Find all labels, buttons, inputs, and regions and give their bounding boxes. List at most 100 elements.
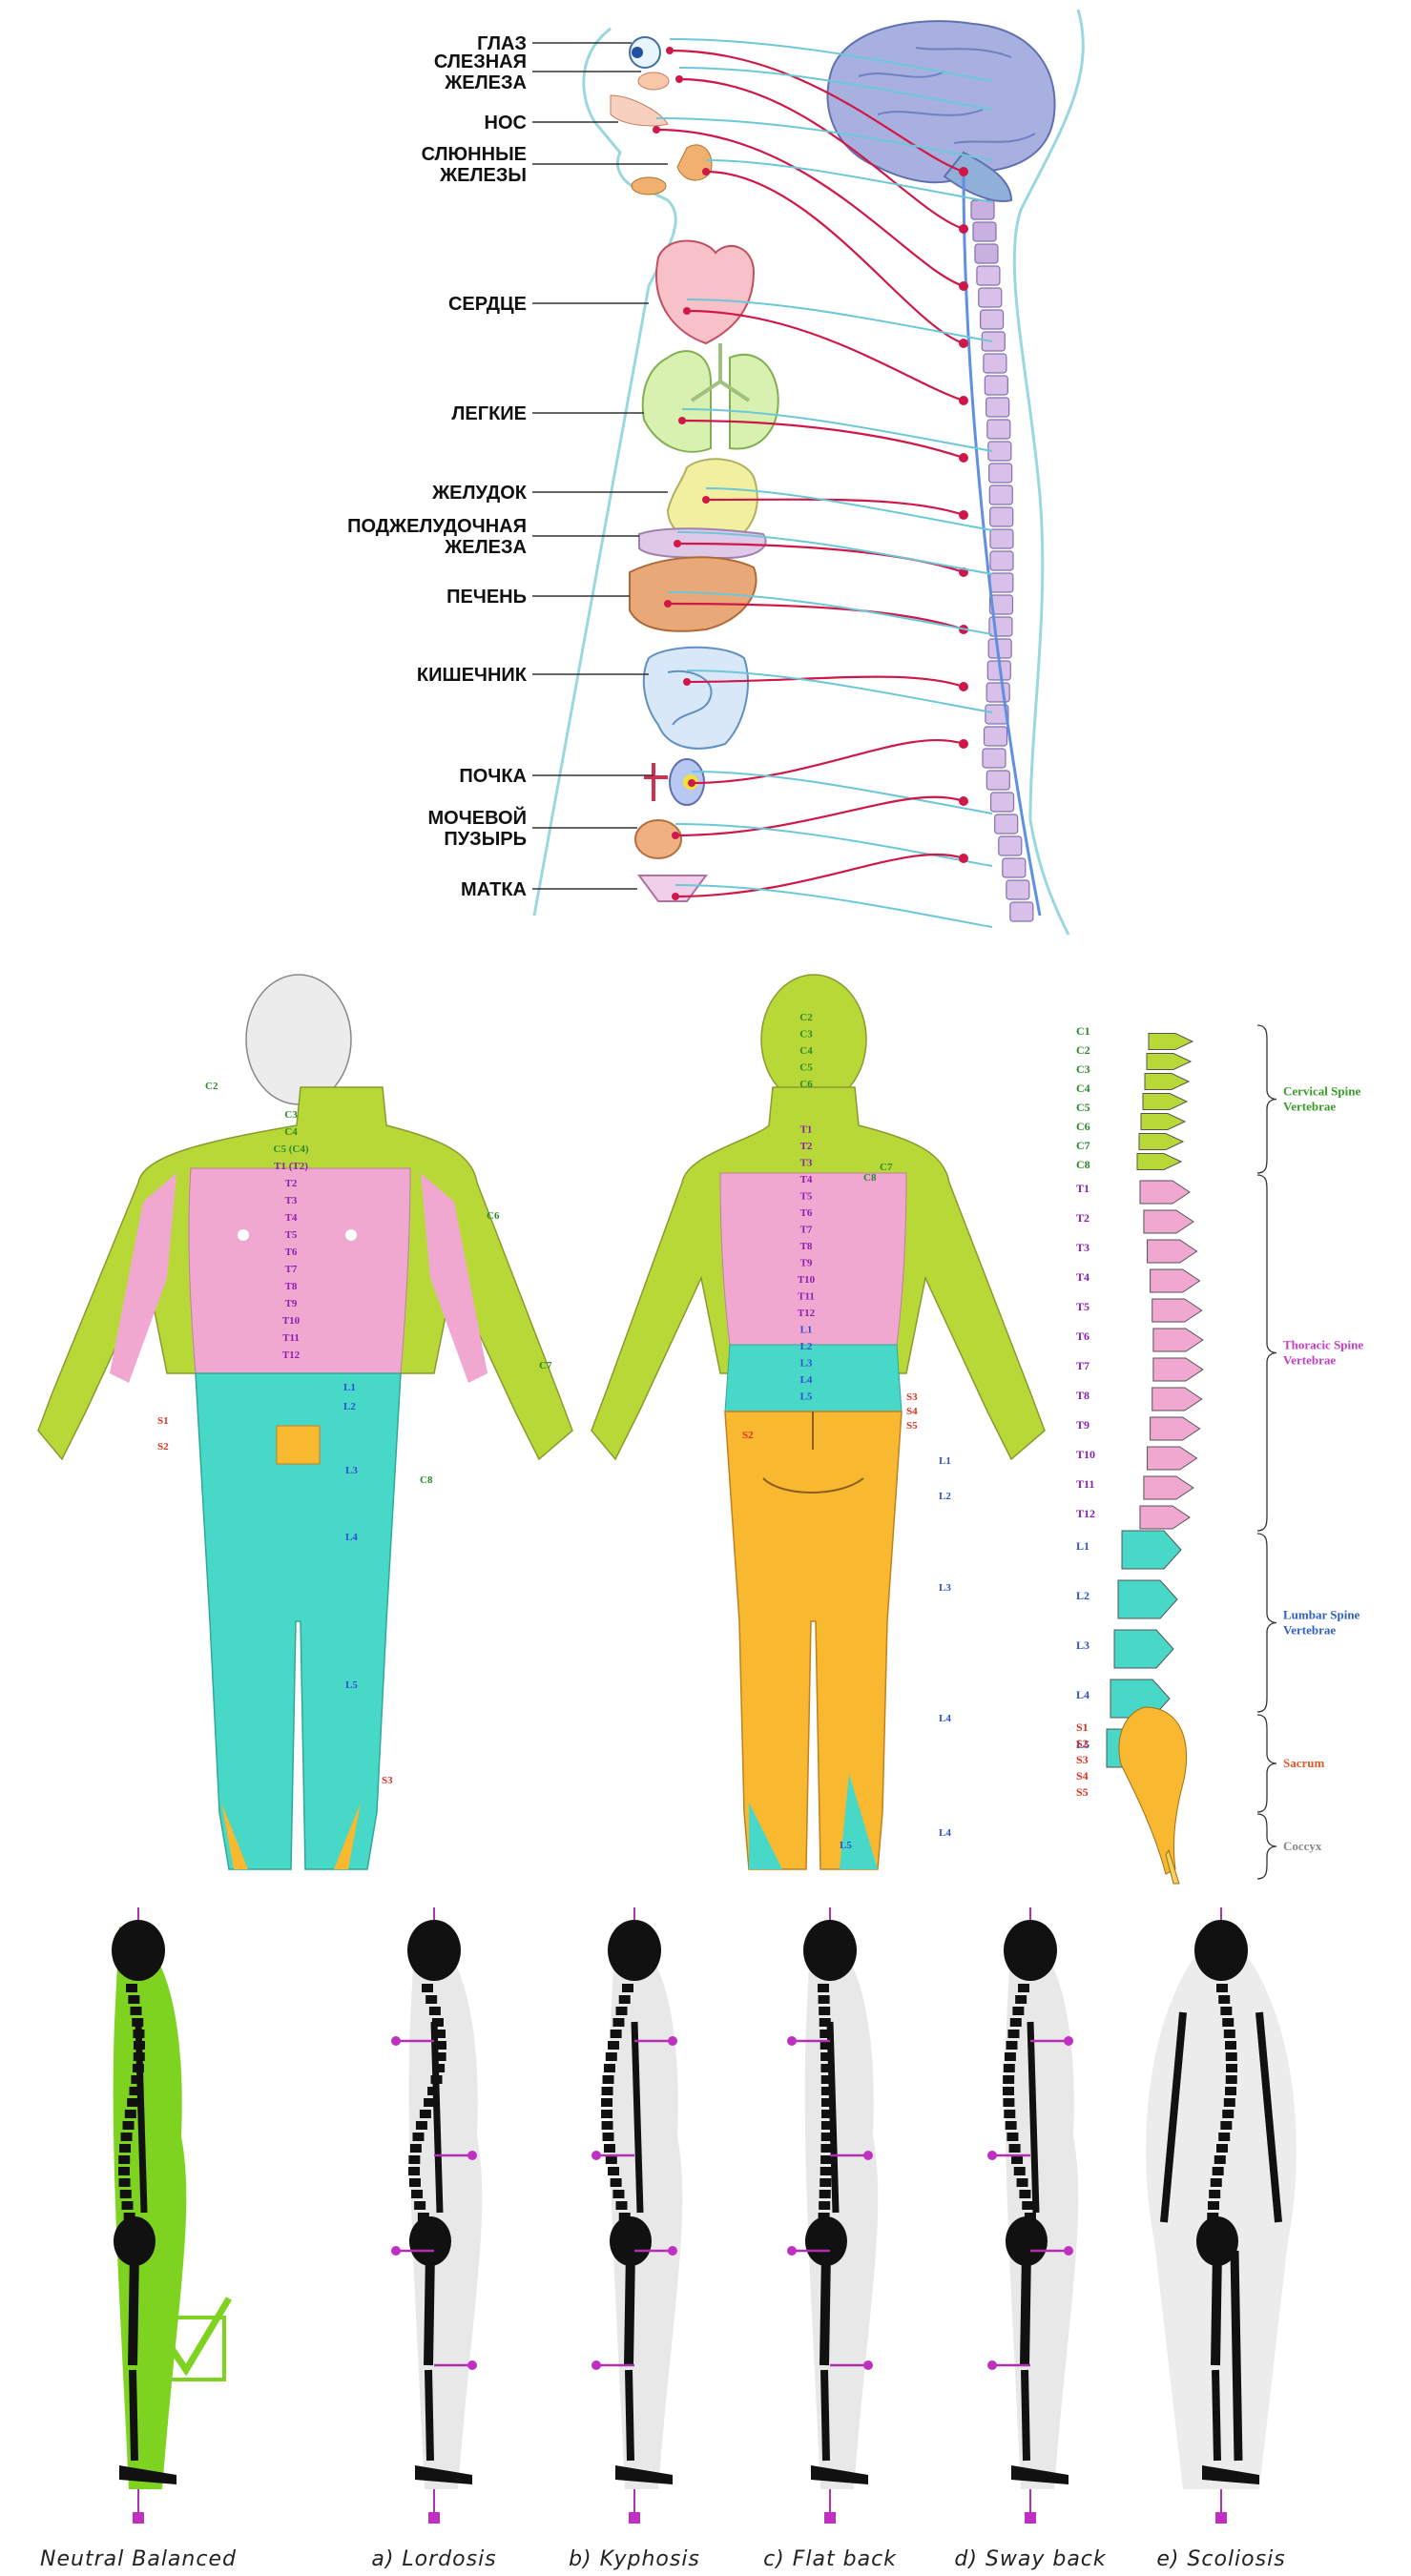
region-bracket xyxy=(1257,1175,1276,1531)
parasympathetic-nerve xyxy=(692,772,992,814)
spine-segment xyxy=(1226,2064,1237,2072)
region-bracket xyxy=(1257,1025,1276,1173)
spine-segment xyxy=(606,2155,617,2164)
side-vertebra xyxy=(1153,1329,1203,1351)
front-side-label: C6 xyxy=(487,1210,500,1222)
spine-segment xyxy=(1209,2190,1220,2198)
spine-segment xyxy=(1216,2144,1228,2153)
nerve-node xyxy=(688,779,695,787)
nerve-node xyxy=(675,75,683,83)
spine-label-thoracic: T11 xyxy=(1076,1477,1094,1491)
back-side-label: S4 xyxy=(906,1406,918,1417)
spine-segment xyxy=(1225,2041,1236,2050)
spine-segment xyxy=(414,2201,425,2210)
front-midline-label: T12 xyxy=(282,1350,301,1361)
arrow-head xyxy=(863,2151,873,2160)
back-side-label: L1 xyxy=(939,1455,951,1467)
side-vertebra xyxy=(1153,1358,1203,1381)
back-midline-label: L3 xyxy=(800,1358,813,1370)
front-side-label: L2 xyxy=(343,1401,356,1412)
spine-segment xyxy=(420,2110,431,2118)
spine-segment xyxy=(1006,2133,1018,2141)
vertebra xyxy=(973,222,996,241)
tibia xyxy=(428,2370,430,2461)
spine-label-lumbar: L4 xyxy=(1076,1688,1089,1701)
spine-segment xyxy=(416,2121,427,2130)
organ-label-liver: ПЕЧЕНЬ xyxy=(446,587,527,608)
spine-segment xyxy=(608,2167,619,2175)
spine-segment xyxy=(1012,2007,1024,2015)
side-vertebra xyxy=(1137,1154,1181,1170)
posture-figure: Neutral Balanced xyxy=(40,1907,237,2571)
front-side-label: L1 xyxy=(343,1382,356,1393)
spine-segment xyxy=(425,1995,437,2004)
back-midline-label: T9 xyxy=(800,1258,813,1269)
side-vertebra xyxy=(1114,1630,1173,1668)
spine-label-thoracic: T1 xyxy=(1076,1182,1089,1195)
posture-caption: e) Scoliosis xyxy=(1156,2547,1285,2571)
side-vertebra xyxy=(1151,1269,1200,1292)
organ-label-stomach: ЖЕЛУДОК xyxy=(431,483,528,504)
nerve-node xyxy=(678,417,686,424)
spine-label-thoracic: T10 xyxy=(1076,1448,1095,1461)
side-vertebra xyxy=(1149,1034,1193,1050)
spine-segment xyxy=(1211,2178,1222,2187)
plumb-weight xyxy=(1025,2512,1036,2524)
nerve-node xyxy=(674,540,681,547)
spine-segment xyxy=(1015,1995,1027,2004)
vertebra xyxy=(979,288,1002,307)
side-vertebra xyxy=(1145,1074,1189,1090)
spine-segment xyxy=(601,2110,612,2118)
plumb-weight xyxy=(824,2512,836,2524)
back-midline-label: T10 xyxy=(798,1274,816,1286)
front-side-label: L4 xyxy=(345,1532,358,1543)
front-midline-label: T9 xyxy=(285,1298,298,1309)
spine-region-label: Thoracic Spine xyxy=(1283,1338,1363,1352)
spine-segment xyxy=(616,2007,628,2015)
spine-segment xyxy=(612,2018,624,2027)
spine-segment xyxy=(410,2144,422,2153)
parasympathetic-nerve xyxy=(675,885,992,927)
back-side-label: C7 xyxy=(880,1162,893,1173)
spine-segment xyxy=(603,2075,614,2084)
vertebra xyxy=(1010,902,1033,921)
front-midline-label: T2 xyxy=(285,1178,298,1189)
ganglion xyxy=(959,854,968,863)
back-midline-label: L5 xyxy=(800,1391,813,1403)
spine-segment xyxy=(1218,2133,1230,2141)
spine-segment xyxy=(619,1995,631,2004)
tibia xyxy=(133,2370,135,2461)
region-bracket xyxy=(1257,1814,1276,1879)
autonomic-nervous-system-panel: ГЛАЗСЛЕЗНАЯЖЕЛЕЗАНОССЛЮННЫЕЖЕЛЕЗЫСЕРДЦЕЛ… xyxy=(347,10,1083,935)
back-midline-label: T8 xyxy=(800,1241,813,1252)
back-side-label: S2 xyxy=(742,1430,754,1441)
organ-label-bladder: МОЧЕВОЙ xyxy=(428,806,528,829)
skull xyxy=(608,1920,661,1981)
back-midline-label: T5 xyxy=(800,1191,813,1203)
spine-segment xyxy=(1226,2075,1237,2084)
spine-segment xyxy=(604,2064,615,2072)
front-head xyxy=(246,975,351,1104)
arrow-head xyxy=(591,2360,601,2370)
spine-label-sacral: S3 xyxy=(1076,1753,1089,1766)
organ-label-heart: СЕРДЦЕ xyxy=(448,294,527,315)
front-midline-label: T1 (T2) xyxy=(274,1161,308,1172)
arrow-head xyxy=(467,2151,477,2160)
ganglion xyxy=(959,510,968,520)
back-midline-label: C2 xyxy=(799,1012,813,1023)
sympathetic-nerve xyxy=(682,421,964,458)
spine-segment xyxy=(429,2007,441,2015)
vertebra xyxy=(990,551,1013,570)
spine-label-thoracic: T2 xyxy=(1076,1211,1089,1225)
organ-label-bladder: ПУЗЫРЬ xyxy=(444,829,527,850)
back-thoracic-region xyxy=(720,1173,906,1345)
spine-segment xyxy=(128,1995,139,2004)
front-midline-label: T6 xyxy=(285,1247,298,1258)
side-vertebra xyxy=(1122,1531,1181,1569)
front-midline-label: T11 xyxy=(282,1332,300,1344)
skull xyxy=(112,1920,165,1981)
organ-label-intestine: КИШЕЧНИК xyxy=(417,665,528,686)
posture-caption: c) Flat back xyxy=(763,2547,897,2571)
spine-segment xyxy=(1224,2098,1235,2107)
